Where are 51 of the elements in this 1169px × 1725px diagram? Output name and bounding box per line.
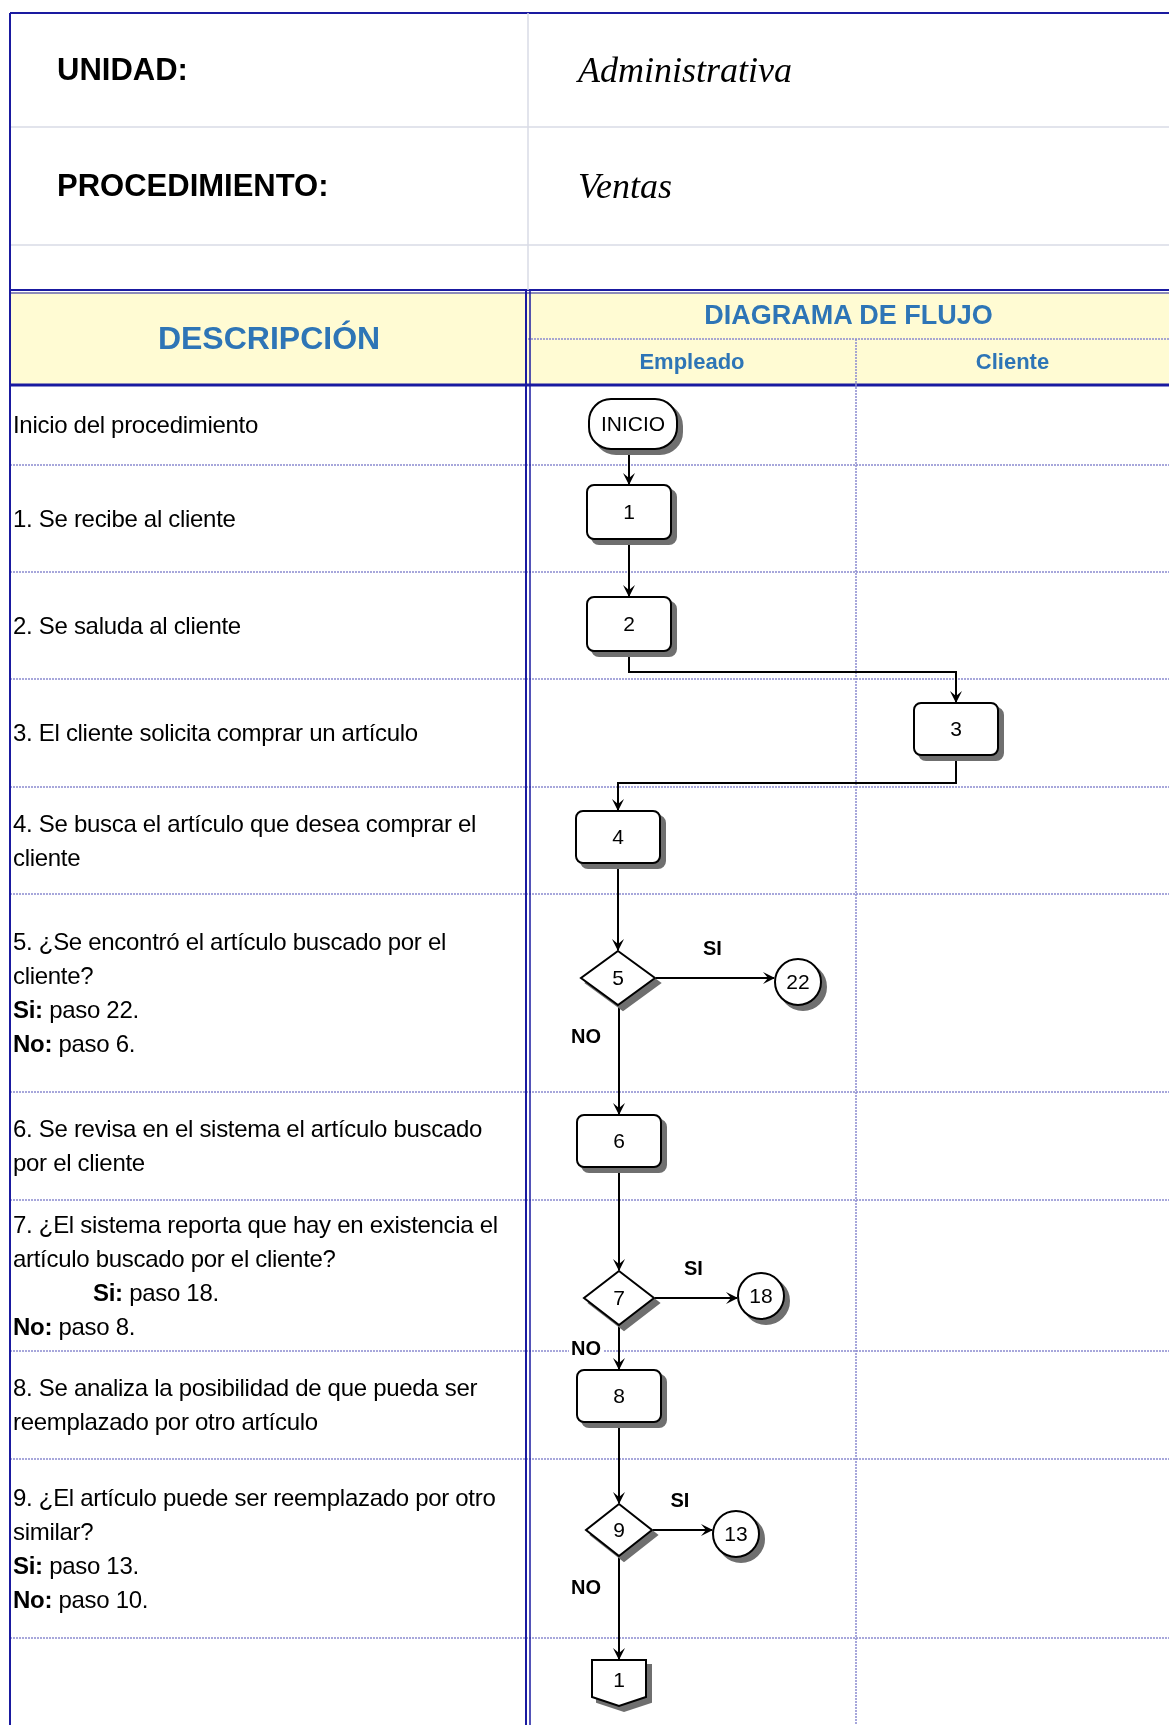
arrow (613, 1005, 625, 1115)
arrow (613, 1556, 625, 1660)
arrow (652, 1524, 713, 1536)
decision-diamond: 5 (580, 950, 656, 1006)
step-description: Si: paso 13. (13, 1550, 140, 1581)
step-description: No: paso 6. (13, 1029, 137, 1059)
arrow (654, 1292, 738, 1304)
field-label: UNIDAD: (57, 52, 189, 88)
step-description: Si: paso 18. (93, 1278, 219, 1306)
arrow (655, 972, 775, 984)
decision-diamond: 7 (583, 1270, 655, 1326)
arrow (623, 539, 635, 597)
step-description: 4. Se busca el artículo que desea comprar el cliente (13, 808, 478, 873)
arrow (623, 449, 635, 485)
connector-circle: 22 (774, 958, 822, 1006)
field-value: Administrativa (578, 49, 793, 91)
process-box: 4 (575, 810, 661, 864)
arrow (613, 1325, 625, 1370)
process-box: 3 (913, 702, 999, 756)
step-description: No: paso 10. (13, 1584, 150, 1615)
step-description: No: paso 8. (13, 1311, 137, 1342)
step-description: 5. ¿Se encontró el artículo buscado por el cliente? (13, 927, 447, 991)
off-page-connector: 1 (591, 1659, 647, 1707)
arrow (612, 863, 624, 951)
process-box: 8 (576, 1369, 662, 1423)
field-label: PROCEDIMIENTO: (57, 168, 330, 204)
lane-heading: Cliente (975, 349, 1050, 375)
column-heading: DIAGRAMA DE FLUJO (704, 300, 993, 331)
arrow (613, 1167, 625, 1271)
arrow (613, 1422, 625, 1504)
step-description: Inicio del procedimiento (13, 410, 259, 440)
step-description: 8. Se analiza la posibilidad de que pueda ser reemplazado por otro artículo (13, 1373, 479, 1437)
process-box: 6 (576, 1114, 662, 1168)
arrow (628, 651, 962, 703)
lane-heading: Empleado (639, 349, 745, 375)
connector-circle: 18 (737, 1272, 785, 1320)
step-description: 2. Se saluda al cliente (13, 610, 242, 641)
start-terminator: INICIO (588, 398, 678, 450)
process-box: 1 (586, 484, 672, 540)
step-description: Si: paso 22. (13, 995, 140, 1025)
step-description: 1. Se recibe al cliente (13, 503, 237, 534)
field-value: Ventas (578, 165, 673, 207)
step-description: 6. Se revisa en el sistema el artículo buscado por el cliente (13, 1114, 484, 1178)
process-box: 2 (586, 596, 672, 652)
arrow (612, 755, 957, 811)
step-description: 3. El cliente solicita comprar un artículo (13, 718, 419, 748)
connector-circle: 13 (712, 1510, 760, 1558)
step-description: 7. ¿El sistema reporta que hay en existencia el artículo buscado por el cliente? (13, 1210, 498, 1272)
column-heading: DESCRIPCIÓN (157, 320, 381, 357)
step-description: 9. ¿El artículo puede ser reemplazado por otro similar? (13, 1482, 497, 1547)
decision-diamond: 9 (585, 1503, 653, 1557)
